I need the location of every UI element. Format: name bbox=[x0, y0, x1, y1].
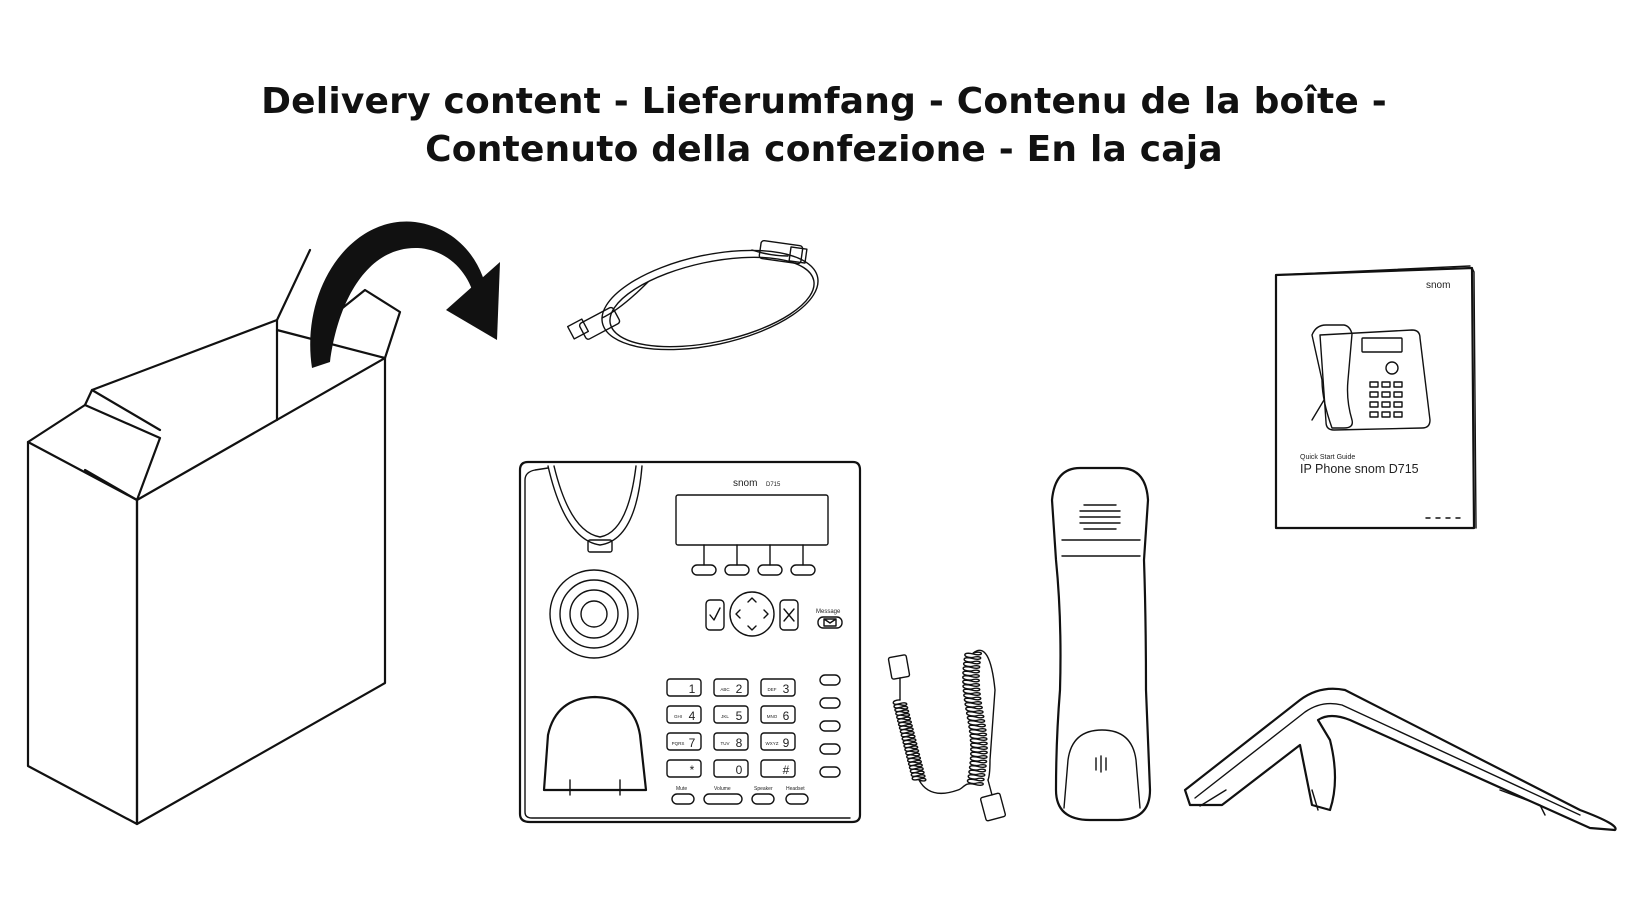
key-letters: PQRS bbox=[672, 741, 685, 746]
key-digit: 1 bbox=[689, 682, 696, 696]
key-digit: 5 bbox=[736, 709, 743, 723]
key-5 bbox=[713, 705, 749, 724]
line-keys bbox=[819, 674, 841, 778]
open-box-icon bbox=[26, 248, 402, 826]
key-1 bbox=[666, 678, 702, 697]
key-7 bbox=[666, 732, 702, 751]
key-6 bbox=[760, 705, 796, 724]
guide-subtitle: Quick Start Guide bbox=[1300, 454, 1355, 461]
title-line-1: Delivery content - Lieferumfang - Conten… bbox=[261, 81, 1387, 122]
headset-label: Headset bbox=[786, 786, 805, 792]
key-digit: 7 bbox=[689, 736, 696, 750]
page-title: Delivery content - Lieferumfang - Conten… bbox=[0, 78, 1648, 174]
key-digit: 2 bbox=[736, 682, 743, 696]
key-letters: GHI bbox=[674, 714, 682, 719]
desk-phone-icon: snom D715 Message 1 2 ABC 3 DEF 4 bbox=[518, 460, 862, 824]
phone-model-mark: D715 bbox=[766, 482, 781, 488]
key-letters: WXYZ bbox=[766, 741, 779, 746]
key-digit: 9 bbox=[783, 736, 790, 750]
key-letters: JKL bbox=[721, 714, 729, 719]
key-digit: 3 bbox=[783, 682, 790, 696]
navigation-cluster bbox=[705, 591, 799, 637]
key-digit: # bbox=[783, 763, 790, 777]
key-0 bbox=[713, 759, 749, 778]
key-digit: 8 bbox=[736, 736, 743, 750]
key-letters: TUV bbox=[721, 741, 730, 746]
quick-start-guide-icon: snom Quick Start Guide IP Phone snom D71… bbox=[1274, 265, 1477, 530]
key-letters: DEF bbox=[768, 687, 777, 692]
key-digit: 0 bbox=[736, 763, 743, 777]
volume-label: Volume bbox=[714, 786, 731, 792]
arrow-icon bbox=[310, 221, 500, 368]
key-letters: ABC bbox=[720, 687, 730, 692]
key-letters: MNO bbox=[767, 714, 778, 719]
coiled-cord-icon bbox=[887, 649, 1007, 822]
ethernet-cable-icon bbox=[566, 239, 819, 351]
phone-brand: snom bbox=[733, 478, 757, 489]
key-digit: 4 bbox=[689, 709, 696, 723]
handset-icon bbox=[1050, 466, 1152, 822]
key-3 bbox=[760, 678, 796, 697]
key-9 bbox=[760, 732, 796, 751]
key-digit: 6 bbox=[783, 709, 790, 723]
key-8 bbox=[713, 732, 749, 751]
dial-keypad: 1 2 ABC 3 DEF 4 GHI 5 JKL 6 MNO 7 PQRS 8 TUV 9 WXYZ * 0 # bbox=[666, 678, 796, 778]
key-hash bbox=[760, 759, 796, 778]
speaker-grille bbox=[549, 569, 639, 659]
message-label: Message bbox=[816, 609, 841, 615]
title-line-2: Contenuto della confezione - En la caja bbox=[425, 129, 1223, 170]
key-digit: * bbox=[690, 763, 695, 777]
key-2 bbox=[713, 678, 749, 697]
guide-product: IP Phone snom D715 bbox=[1300, 462, 1419, 476]
mute-label: Mute bbox=[676, 786, 687, 792]
stand-icon bbox=[1183, 687, 1617, 832]
key-star bbox=[666, 759, 702, 778]
speaker-label: Speaker bbox=[754, 786, 773, 792]
key-4 bbox=[666, 705, 702, 724]
guide-brand: snom bbox=[1426, 280, 1450, 291]
